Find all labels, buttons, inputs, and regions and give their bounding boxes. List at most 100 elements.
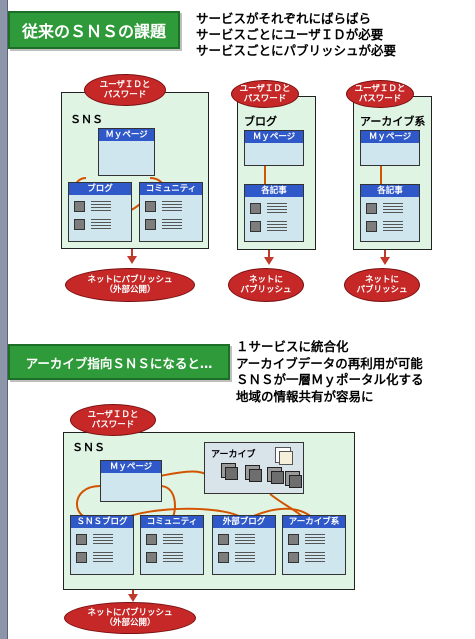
publish-line2: （外部公開） — [104, 285, 156, 295]
archive-file-icon — [289, 475, 302, 488]
mypage-label: Ｍｙページ — [245, 131, 303, 143]
bullet-3: ＳＮＳが一層Ｍｙポータル化する — [236, 372, 424, 387]
mypage-label: Ｍｙページ — [361, 131, 419, 143]
section2-mypage-box: Ｍｙページ — [100, 460, 162, 502]
section1-archive-publish-pill: ネットに パブリッシュ — [344, 268, 420, 302]
text-lines-icon — [163, 534, 183, 545]
article-thumb-icon — [146, 534, 157, 545]
id-label-line1: ユーザＩＤと — [99, 80, 151, 90]
section2-id-pill: ユーザＩＤと パスワード — [70, 404, 156, 436]
section2-publish-pill: ネットにパブリッシュ （外部公開） — [64, 602, 196, 634]
article-thumb-icon — [366, 221, 377, 232]
section1-archive-id-pill: ユーザＩＤと パスワード — [346, 80, 414, 108]
blog-article-box: 各記事 — [244, 184, 304, 242]
publish-line2: パブリッシュ — [356, 285, 408, 295]
blog-label: ブログ — [69, 183, 131, 195]
arrow-down-icon — [127, 256, 137, 264]
section2-archive-type-box: アーカイブ系 — [282, 515, 346, 575]
article-thumb-icon — [74, 219, 85, 230]
community-label: コミュニティ — [141, 516, 203, 528]
bullet-1: １サービスに統合化 — [236, 339, 349, 354]
text-lines-icon — [235, 552, 255, 563]
section1-blog-publish-pill: ネットに パブリッシュ — [228, 268, 304, 302]
document-icon — [279, 451, 293, 465]
section1-bullets: サービスがそれぞれにばらばら サービスごとにユーザＩＤが必要 サービスごとにパブ… — [196, 11, 396, 59]
arrow-down-icon — [380, 257, 390, 265]
panel-title: ブログ — [244, 115, 277, 128]
arrow-shaft — [384, 250, 386, 258]
text-lines-icon — [91, 201, 111, 212]
blog-mypage-box: Ｍｙページ — [244, 130, 304, 166]
mypage-label: Ｍｙページ — [101, 461, 161, 473]
text-lines-icon — [383, 221, 403, 232]
archive-article-box: 各記事 — [360, 184, 420, 242]
article-thumb-icon — [218, 552, 229, 563]
article-thumb-icon — [366, 203, 377, 214]
article-thumb-icon — [288, 534, 299, 545]
article-thumb-icon — [288, 552, 299, 563]
sns-community-box: コミュニティ — [139, 182, 203, 242]
section1-heading-text: 従来のＳＮＳの課題 — [21, 22, 166, 41]
article-label: 各記事 — [245, 185, 303, 197]
section2-heading: アーカイブ指向ＳＮＳになると… — [8, 344, 230, 380]
community-label: コミュニティ — [140, 183, 202, 195]
text-lines-icon — [163, 552, 183, 563]
id-label-line2: パスワード — [358, 94, 402, 104]
sns-blog-box: ブログ — [68, 182, 132, 242]
publish-line1: ネットに — [364, 275, 399, 285]
archive-mypage-box: Ｍｙページ — [360, 130, 420, 166]
text-lines-icon — [267, 221, 287, 232]
id-label-line2: パスワード — [243, 94, 287, 104]
bullet-2: アーカイブデータの再利用が可能 — [236, 355, 423, 371]
arrow-shaft — [131, 249, 133, 257]
text-lines-icon — [235, 534, 255, 545]
bullet-4: 地域の情報共有が容易に — [236, 388, 374, 404]
article-thumb-icon — [250, 221, 261, 232]
article-thumb-icon — [145, 201, 156, 212]
article-thumb-icon — [74, 201, 85, 212]
text-lines-icon — [93, 534, 113, 545]
mypage-label: Ｍｙページ — [99, 129, 154, 141]
article-thumb-icon — [146, 552, 157, 563]
id-label-line1: ユーザＩＤと — [239, 84, 291, 94]
id-label-line1: ユーザＩＤと — [87, 410, 139, 420]
panel-title: ＳＮＳ — [70, 113, 103, 126]
archive-label: アーカイブ — [211, 450, 256, 460]
arrow-shaft — [268, 250, 270, 258]
publish-line2: （外部公開） — [104, 618, 156, 628]
slide-side-bar — [0, 0, 8, 639]
article-thumb-icon — [250, 203, 261, 214]
publish-line1: ネットにパブリッシュ — [87, 608, 173, 618]
section2-community-box: コミュニティ — [140, 515, 204, 575]
article-label: 各記事 — [361, 185, 419, 197]
text-lines-icon — [162, 219, 182, 230]
text-lines-icon — [305, 534, 325, 545]
bullet-3: サービスごとにパブリッシュが必要 — [196, 43, 397, 58]
section2-heading-text: アーカイブ指向ＳＮＳになると… — [25, 355, 213, 371]
id-label-line1: ユーザＩＤと — [354, 84, 406, 94]
section2-snsblog-box: ＳＮＳブログ — [70, 515, 134, 575]
id-label-line2: パスワード — [91, 420, 135, 430]
archive-file-icon — [271, 471, 284, 484]
text-lines-icon — [267, 203, 287, 214]
section1-sns-id-pill: ユーザＩＤと パスワード — [84, 74, 166, 106]
publish-line1: ネットに — [248, 275, 283, 285]
sns-mypage-box: Ｍｙページ — [98, 128, 155, 176]
article-thumb-icon — [218, 534, 229, 545]
bullet-2: サービスごとにユーザＩＤが必要 — [196, 27, 384, 42]
archive-type-label: アーカイブ系 — [283, 516, 345, 528]
article-thumb-icon — [76, 534, 87, 545]
text-lines-icon — [91, 219, 111, 230]
text-lines-icon — [93, 552, 113, 563]
arrow-down-icon — [128, 594, 138, 602]
id-label-line2: パスワード — [103, 90, 147, 100]
external-blog-label: 外部ブログ — [213, 516, 275, 528]
section1-blog-id-pill: ユーザＩＤと パスワード — [231, 80, 299, 108]
section2-external-blog-box: 外部ブログ — [212, 515, 276, 575]
section1-sns-publish-pill: ネットにパブリッシュ （外部公開） — [65, 268, 195, 302]
snsblog-label: ＳＮＳブログ — [71, 516, 133, 528]
text-lines-icon — [383, 203, 403, 214]
article-thumb-icon — [76, 552, 87, 563]
arrow-shaft — [132, 590, 134, 596]
bullet-1: サービスがそれぞれにばらばら — [196, 11, 372, 26]
